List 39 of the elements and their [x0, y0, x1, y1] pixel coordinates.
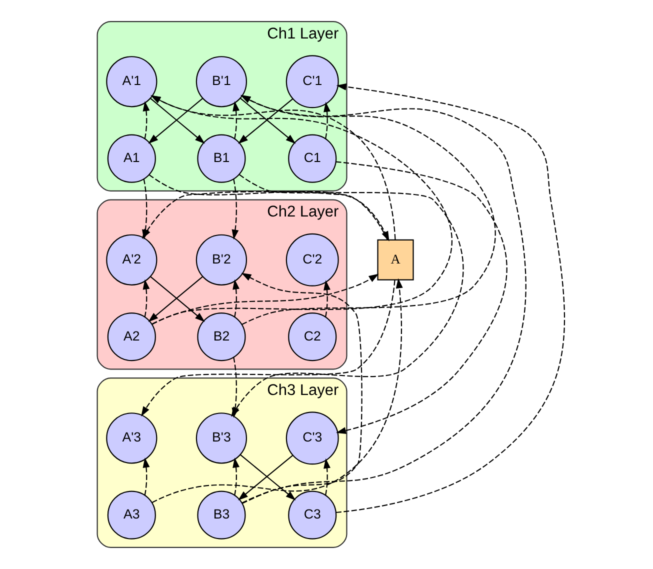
arrow — [150, 95, 396, 240]
node-circle: B3 — [197, 490, 246, 540]
node-circle: A3 — [107, 490, 156, 540]
arrow — [142, 279, 150, 318]
node-circle: C2 — [288, 312, 337, 362]
arrow — [324, 102, 330, 139]
node-circle: B1 — [197, 134, 246, 183]
arrow — [150, 95, 452, 325]
arrow — [142, 458, 150, 496]
arrow — [152, 278, 403, 504]
arrow — [232, 458, 240, 496]
node-circle: A'1 — [106, 56, 158, 108]
arrow — [241, 272, 362, 504]
node-circle: B'3 — [196, 412, 248, 464]
node-circle: C'2 — [286, 233, 339, 286]
node-box: A — [377, 239, 414, 280]
node-circle: C'3 — [286, 412, 339, 465]
node-circle: B2 — [197, 312, 246, 362]
arrow — [142, 101, 150, 140]
arrow — [232, 279, 240, 318]
node-circle: C3 — [288, 490, 337, 540]
node-circle: C1 — [288, 134, 337, 183]
node-circle: C'1 — [286, 55, 339, 108]
arrow — [324, 280, 330, 318]
arrow — [324, 458, 330, 496]
node-circle: A2 — [107, 312, 156, 362]
arrow — [240, 95, 526, 504]
node-circle: B'2 — [196, 234, 248, 286]
arrow — [232, 178, 239, 240]
node-circle: A1 — [107, 134, 156, 183]
node-circle: A'2 — [106, 234, 158, 286]
node-circle: A'3 — [106, 412, 158, 464]
arrow — [336, 83, 565, 514]
arrow — [240, 94, 496, 325]
arrow — [232, 101, 240, 140]
node-circle: B'1 — [196, 56, 248, 108]
arrow — [152, 274, 379, 325]
arrow — [148, 174, 390, 242]
arrow — [336, 161, 508, 434]
